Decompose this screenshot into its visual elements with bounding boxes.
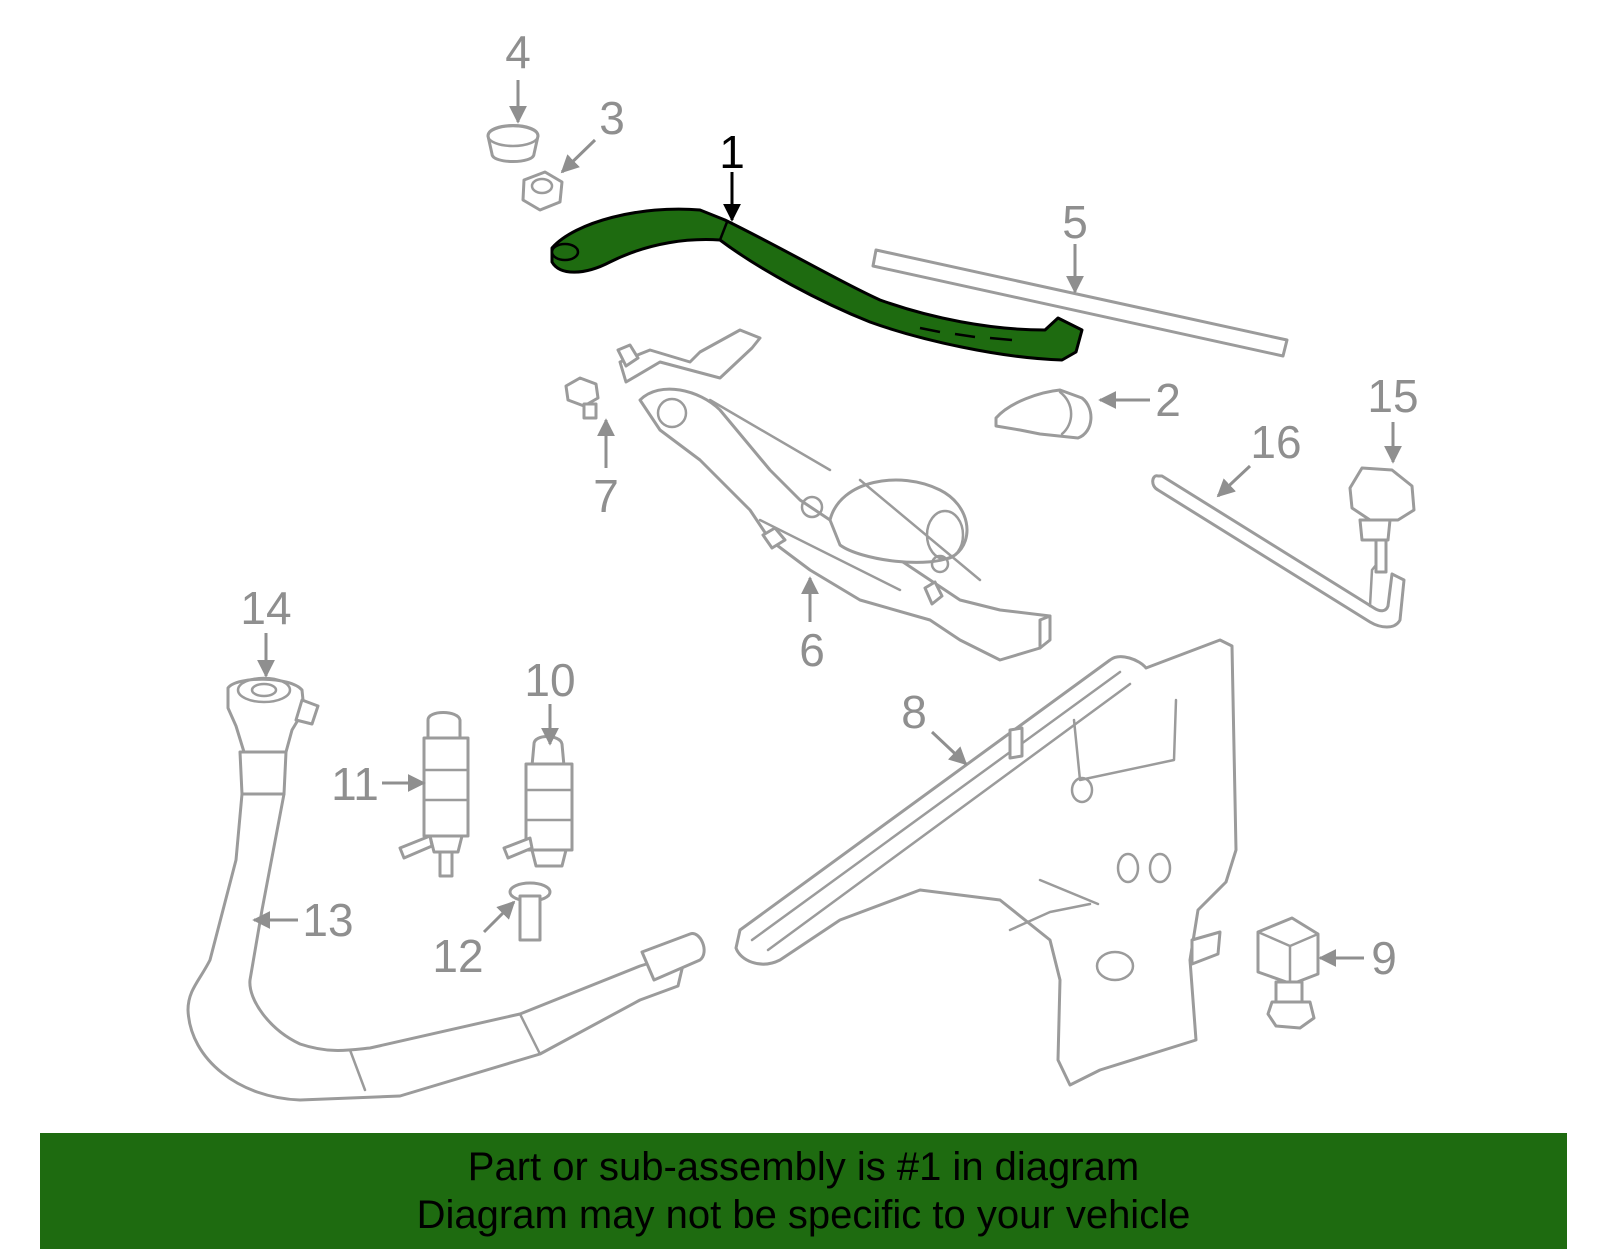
part-5-wiper-blade[interactable] (871, 248, 1289, 358)
leader-16 (1216, 464, 1252, 498)
part-9-level-sensor[interactable] (1256, 916, 1320, 1030)
callout-5: 5 (1062, 196, 1088, 248)
callout-12: 12 (432, 930, 483, 982)
callout-16: 16 (1250, 416, 1301, 468)
banner-line-2: Diagram may not be specific to your vehi… (416, 1193, 1191, 1237)
part-14-filler-cap[interactable] (226, 676, 320, 796)
part-4-cap[interactable] (486, 124, 540, 163)
part-13-filler-hose[interactable] (186, 792, 706, 1102)
part-15-nozzle[interactable] (1348, 466, 1416, 574)
part-10-pump[interactable] (502, 735, 574, 868)
part-1-wiper-arm[interactable] (550, 207, 1084, 362)
part-8-reservoir[interactable] (734, 638, 1238, 1087)
callout-1: 1 (719, 126, 745, 178)
leader-3 (560, 138, 597, 174)
callout-13: 13 (302, 894, 353, 946)
part-7-bolt[interactable] (564, 376, 600, 420)
callout-10: 10 (524, 654, 575, 706)
callout-3: 3 (599, 92, 625, 144)
leader-8 (930, 730, 968, 766)
leader-12 (482, 900, 516, 934)
info-banner: Part or sub-assembly is #1 in diagram Di… (40, 1133, 1567, 1249)
part-6-wiper-linkage[interactable] (616, 328, 1052, 662)
part-11-pump[interactable] (398, 711, 470, 878)
callout-14: 14 (240, 582, 291, 634)
part-12-grommet[interactable] (508, 881, 552, 942)
callout-11: 11 (331, 758, 379, 810)
part-2-clip[interactable] (994, 388, 1093, 440)
callout-4: 4 (505, 26, 531, 78)
callout-9: 9 (1371, 932, 1397, 984)
callout-8: 8 (901, 686, 927, 738)
callout-7: 7 (593, 470, 619, 522)
part-3-nut[interactable] (521, 170, 564, 212)
callout-15: 15 (1367, 370, 1418, 422)
callout-6: 6 (799, 624, 825, 676)
banner-line-1: Part or sub-assembly is #1 in diagram (467, 1145, 1140, 1189)
callout-2: 2 (1155, 374, 1181, 426)
